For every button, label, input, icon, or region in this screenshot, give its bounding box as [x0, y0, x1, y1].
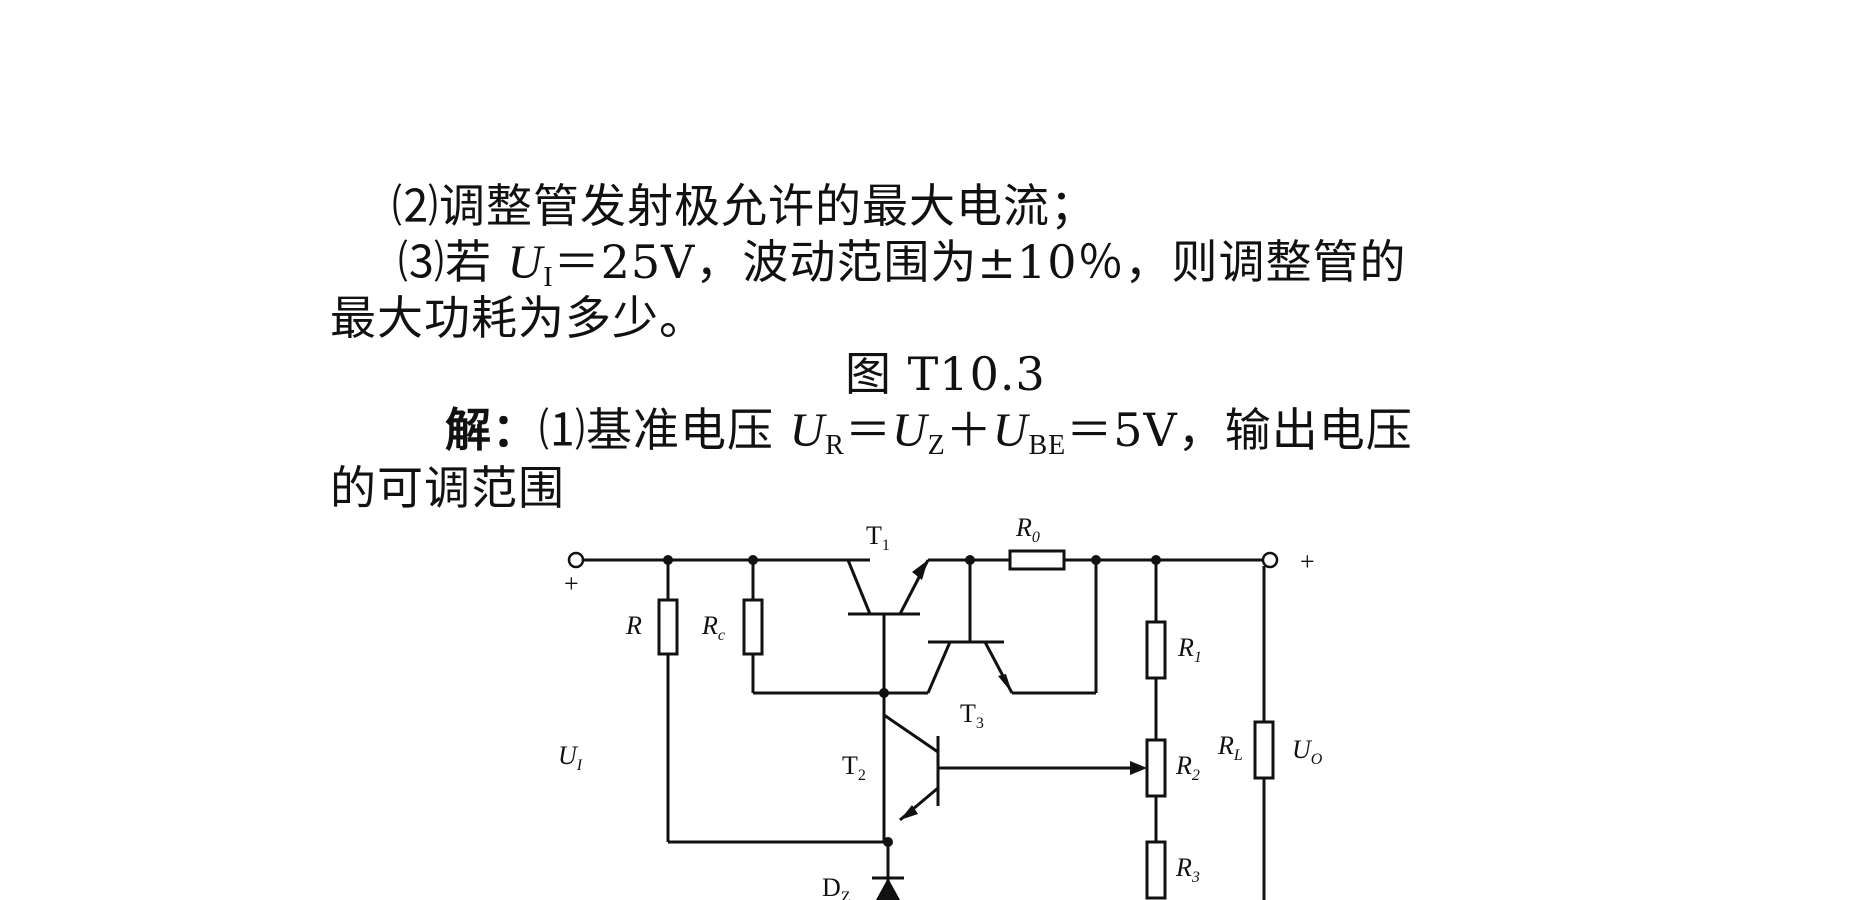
solution-label: 解：: [445, 403, 539, 457]
label-T3: T3: [960, 699, 984, 732]
arrow-T3-emitter: [998, 674, 1012, 693]
input-terminal: [567, 551, 585, 569]
solution-line-2: 的可调范围: [330, 461, 565, 515]
zener-triangle: [876, 878, 900, 900]
label-T2: T2: [842, 751, 866, 784]
resistor-RL: [1253, 720, 1275, 780]
resistor-R1: [1145, 620, 1167, 680]
arrow-T1-emitter: [912, 560, 928, 580]
label-R0: R0: [1015, 513, 1040, 546]
junction-dot: [1091, 555, 1101, 565]
label-Rc: Rc: [701, 611, 725, 644]
arrow-T2-emitter: [900, 805, 918, 820]
resistor-Rc: [742, 598, 764, 656]
label-RL: RL: [1217, 731, 1243, 764]
resistor-R3: [1145, 840, 1167, 900]
arrow-R2-wiper: [1130, 761, 1147, 775]
label-UO: UO: [1292, 735, 1323, 768]
resistor-R2: [1145, 738, 1167, 798]
label-R1: R1: [1177, 633, 1202, 666]
figure-caption: 图 T10.3: [845, 347, 1046, 401]
resistor-R: [657, 598, 679, 656]
label-R3: R3: [1175, 853, 1200, 886]
resistor-R0: [1008, 549, 1066, 571]
label-T1: T1: [866, 521, 890, 554]
label-plus-in: +: [564, 569, 579, 598]
question-item-3: ⑶若 UI＝25V，波动范围为±10％，则调整管的: [398, 235, 1407, 293]
question-item-2: ⑵调整管发射极允许的最大电流；: [392, 179, 1097, 233]
question-item-3-line2: 最大功耗为多少。: [330, 291, 706, 345]
solution-line-1: 解：⑴基准电压 UR＝UZ＋UBE＝5V，输出电压: [445, 403, 1413, 461]
output-terminal: [1261, 551, 1279, 569]
label-DZ: DZ: [822, 873, 851, 900]
junction-dot: [1151, 555, 1161, 565]
label-R2: R2: [1175, 751, 1200, 784]
junction-dot: [663, 555, 673, 565]
label-UI: UI: [558, 741, 583, 774]
circuit-diagram: T1 R0 + + R Rc R1 T3 UI T2 R2 RL UO R3 D…: [558, 513, 1323, 900]
junction-dot: [883, 837, 893, 847]
junction-dot: [965, 555, 975, 565]
junction-dot: [748, 555, 758, 565]
transistor-T1-collector: [846, 559, 872, 615]
junction-dot: [879, 688, 889, 698]
label-plus-out: +: [1300, 547, 1315, 576]
label-R: R: [625, 611, 642, 640]
